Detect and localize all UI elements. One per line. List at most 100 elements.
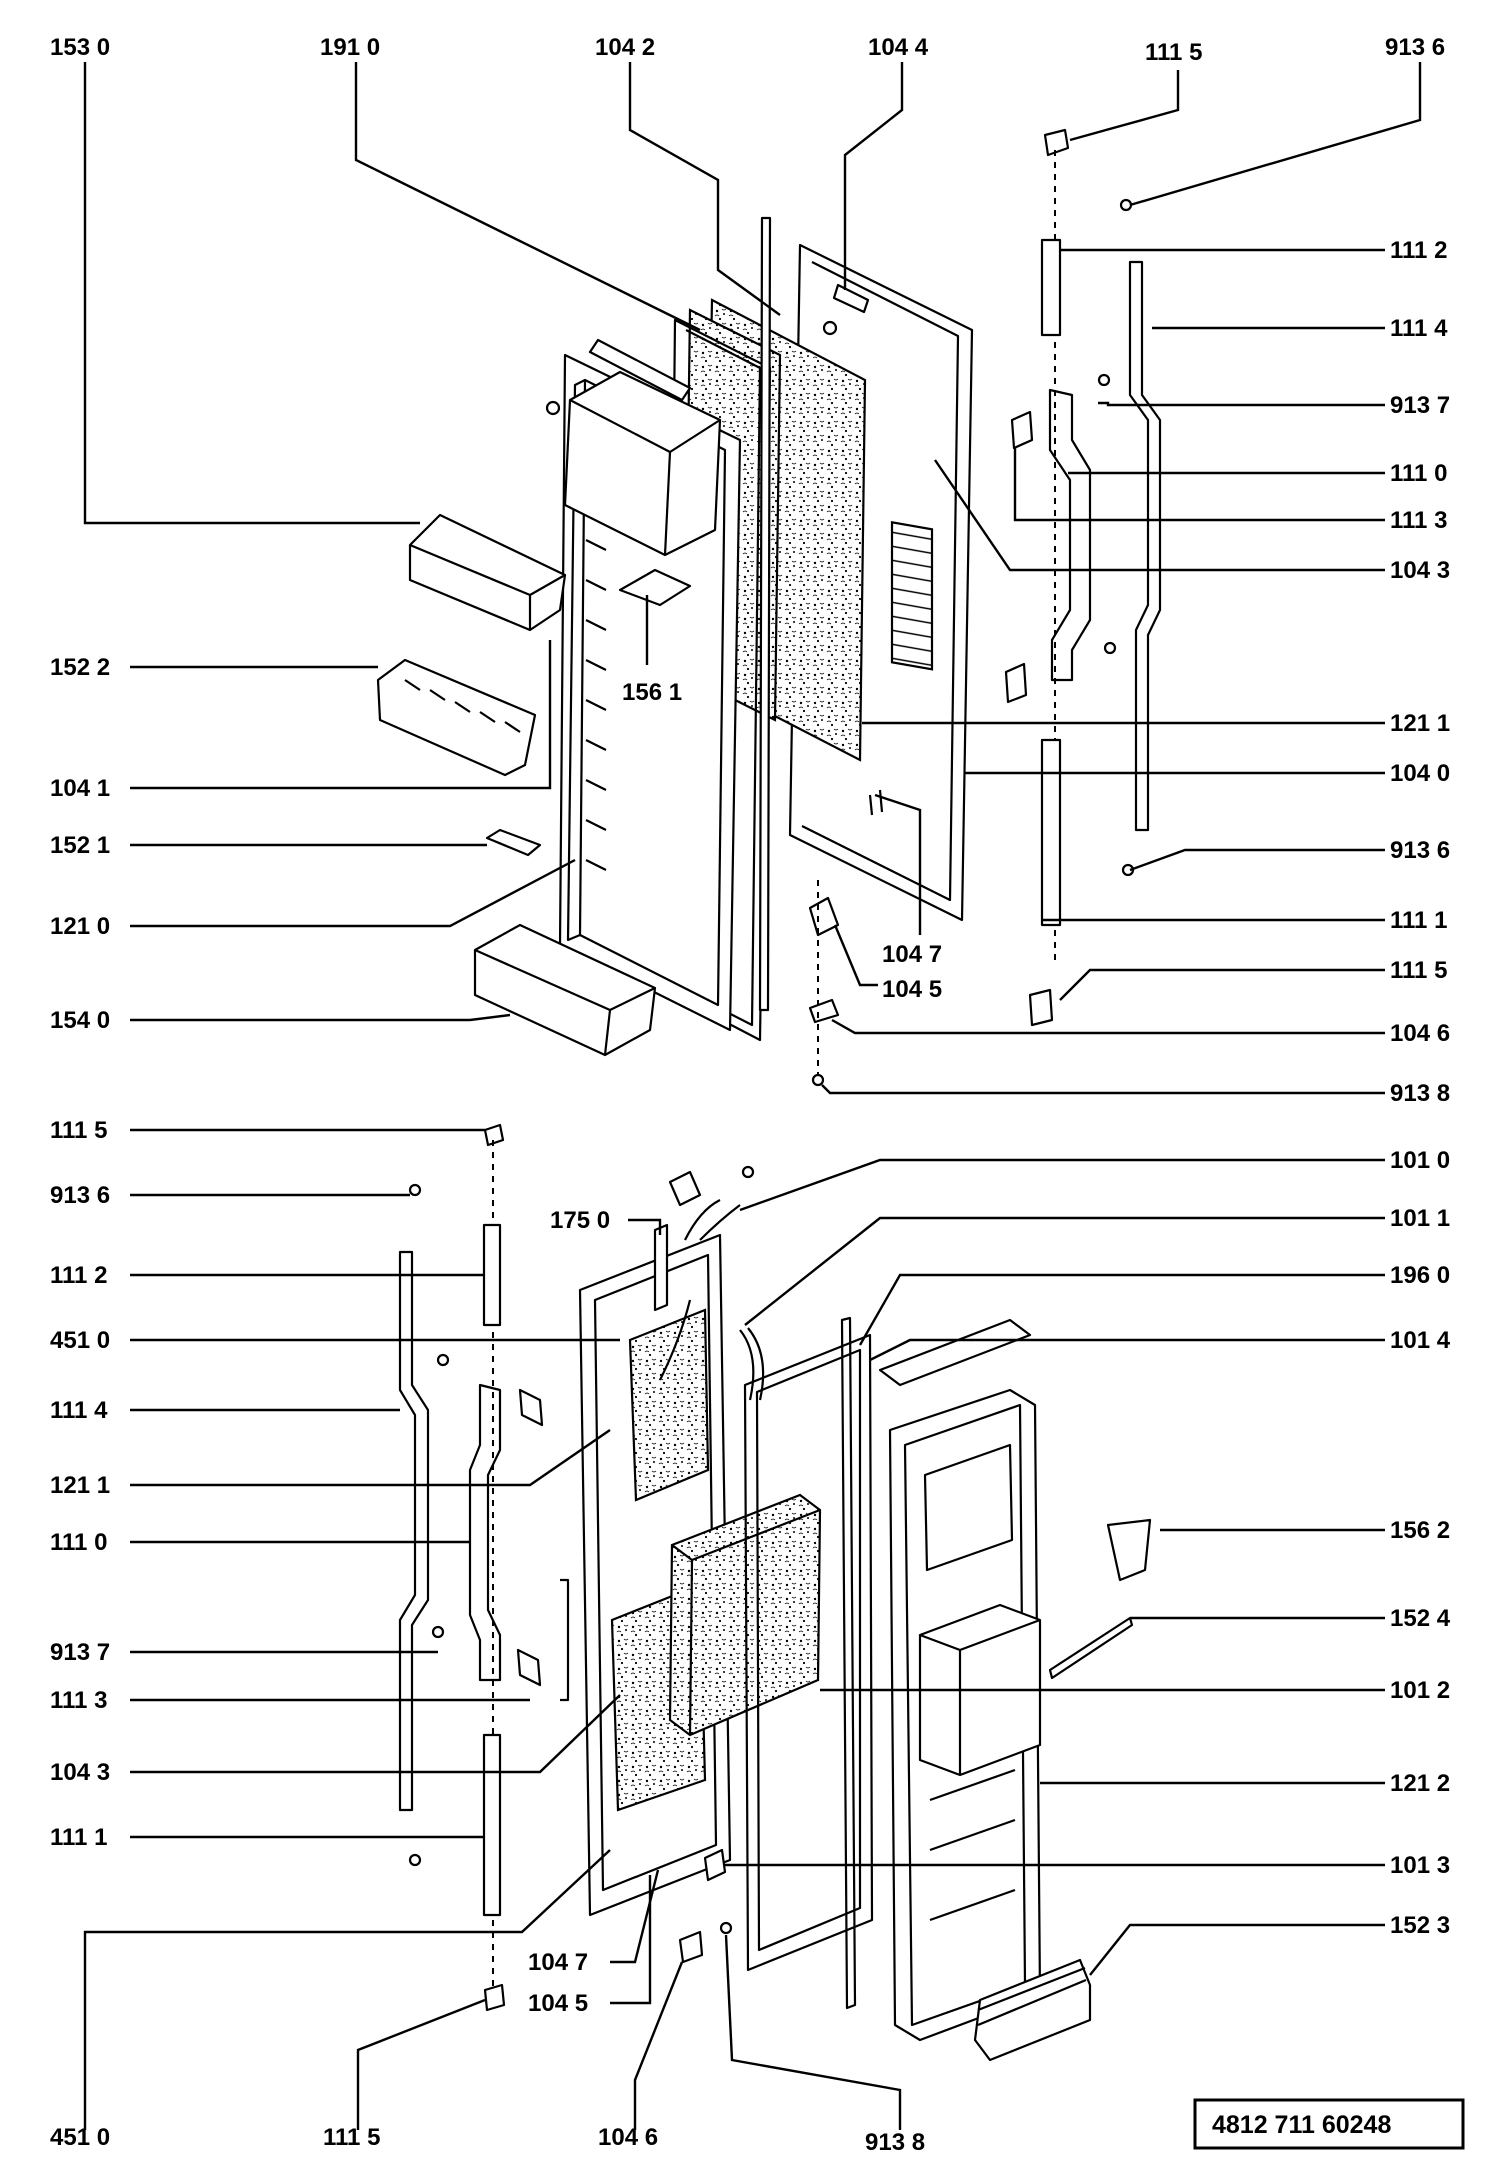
vent-grille	[890, 520, 934, 671]
label-r-9137: 913 7	[1390, 392, 1450, 419]
document-number: 4812 711 60248	[1212, 2111, 1391, 2139]
top-hinge-1044	[832, 283, 870, 314]
screw-top-lower	[741, 1165, 755, 1179]
label-r-1113: 111 3	[1390, 507, 1447, 534]
label-l-1521: 152 1	[50, 832, 110, 859]
lower-door-assembly	[398, 1123, 1152, 2062]
handle-lower-post	[1040, 738, 1062, 927]
label-r-1046: 104 6	[1390, 1020, 1450, 1047]
label-r-1043: 104 3	[1390, 557, 1450, 584]
label-bl-9137: 913 7	[50, 1639, 110, 1666]
label-c-1045: 104 5	[882, 976, 942, 1003]
handle-bracket-lower-b	[516, 1648, 542, 1687]
label-bl-9136: 913 6	[50, 1182, 110, 1209]
label-r-1110: 111 0	[1390, 460, 1447, 487]
screw-9138-lower	[719, 1921, 733, 1935]
label-br-1524: 152 4	[1390, 1605, 1451, 1632]
label-r-1114: 111 4	[1390, 315, 1448, 342]
handle-bracket-1113	[1010, 410, 1034, 450]
label-br-1010: 101 0	[1390, 1147, 1450, 1174]
label-br-1013: 101 3	[1390, 1852, 1450, 1879]
label-bl-1113: 111 3	[50, 1687, 107, 1714]
label-br-1960: 196 0	[1390, 1262, 1450, 1289]
screw-9137-lower-b	[431, 1625, 445, 1639]
label-c-1047: 104 7	[882, 941, 942, 968]
label-bl-1111: 111 1	[50, 1824, 107, 1851]
label-l-1522: 152 2	[50, 654, 110, 681]
label-r-1040: 104 0	[1390, 760, 1450, 787]
handle-cap-bottom	[1028, 988, 1054, 1027]
handle-bracket-1113-lower	[518, 1388, 544, 1427]
door-bin-1523	[973, 1958, 1092, 2062]
label-bl-1110: 111 0	[50, 1529, 107, 1556]
label-l-1210: 121 0	[50, 913, 110, 940]
handle-cap-top	[1043, 128, 1070, 157]
door-gasket-lower	[743, 1333, 874, 1972]
label-r-9138: 913 8	[1390, 1080, 1450, 1107]
handle-upper-post	[1040, 238, 1062, 337]
label-c-1561: 156 1	[622, 679, 682, 706]
top-trim-strip	[588, 338, 692, 402]
label-bl-1115: 111 5	[50, 1117, 107, 1144]
label-br-1012: 101 2	[1390, 1677, 1450, 1704]
hinge-pin-1046-lower	[678, 1930, 704, 1964]
tube-1011	[739, 1327, 765, 1401]
handle-bracket-lower	[1004, 662, 1028, 704]
label-br-1014: 101 4	[1390, 1327, 1451, 1354]
screw-9137-lower-a	[436, 1353, 450, 1367]
handle-cap-bottom-lower	[483, 1983, 506, 2012]
breaker-strip	[758, 216, 772, 1012]
top-frame-1010	[878, 1318, 1032, 1387]
leader-lines	[83, 62, 1422, 2130]
label-bc-1750: 175 0	[550, 1207, 610, 1234]
label-br-1212: 121 2	[1390, 1770, 1450, 1797]
label-bl-1211: 121 1	[50, 1472, 110, 1499]
ice-chute-1562	[1106, 1518, 1152, 1582]
screw-9136-top	[1119, 198, 1133, 212]
label-top-9136: 913 6	[1385, 34, 1445, 61]
screw-9137	[1097, 373, 1111, 387]
label-br-1523: 152 3	[1390, 1912, 1450, 1939]
clip-1521	[485, 828, 542, 857]
vertical-channel	[560, 1578, 570, 1702]
handle-1110	[1048, 388, 1092, 682]
label-r-1211: 121 1	[1390, 710, 1450, 737]
handle-trim-1114	[1128, 260, 1162, 832]
label-r-9136b: 913 6	[1390, 837, 1450, 864]
handle-1110-lower	[468, 1383, 502, 1682]
screw-left-top	[545, 400, 561, 416]
label-l-1041: 104 1	[50, 775, 110, 802]
label-bc-1047: 104 7	[528, 1949, 588, 1976]
top-hinge-lower	[668, 1170, 702, 1207]
handle-cap-top-lower	[483, 1123, 505, 1147]
label-br-1562: 156 2	[1390, 1517, 1450, 1544]
label-r-1111: 111 1	[1390, 907, 1447, 934]
handle-lower-post-lower	[482, 1733, 502, 1917]
trim-strip-1524	[1048, 1616, 1134, 1680]
bin-1530	[408, 513, 567, 632]
label-bc-1045: 104 5	[528, 1990, 588, 2017]
label-top-1530: 153 0	[50, 34, 110, 61]
foam-insulation-lower	[628, 1308, 710, 1502]
label-l-1540: 154 0	[50, 1007, 110, 1034]
bracket-1045	[808, 896, 840, 937]
connector-1750	[653, 1223, 669, 1312]
wiring-harness	[659, 1199, 741, 1381]
bracket-1047	[868, 789, 884, 816]
label-b-1115: 111 5	[323, 2124, 380, 2151]
bracket-1013	[703, 1848, 727, 1882]
screw-9137-lower	[1103, 641, 1117, 655]
label-b-9138: 913 8	[865, 2129, 925, 2156]
screw-1111-lower	[408, 1853, 422, 1867]
label-top-1910: 191 0	[320, 34, 380, 61]
screw-9136-lower	[408, 1183, 422, 1197]
label-br-1011: 101 1	[1390, 1205, 1450, 1232]
breaker-strip-lower	[840, 1316, 857, 2010]
screw-9138-top	[811, 1073, 825, 1087]
label-top-1044: 104 4	[868, 34, 929, 61]
part-labels: 153 0 191 0 104 2 104 4 111 5 913 6 111 …	[50, 34, 1451, 2156]
label-bl-4510: 451 0	[50, 1327, 110, 1354]
label-bl-1114: 111 4	[50, 1397, 108, 1424]
label-b-4510: 451 0	[50, 2124, 110, 2151]
